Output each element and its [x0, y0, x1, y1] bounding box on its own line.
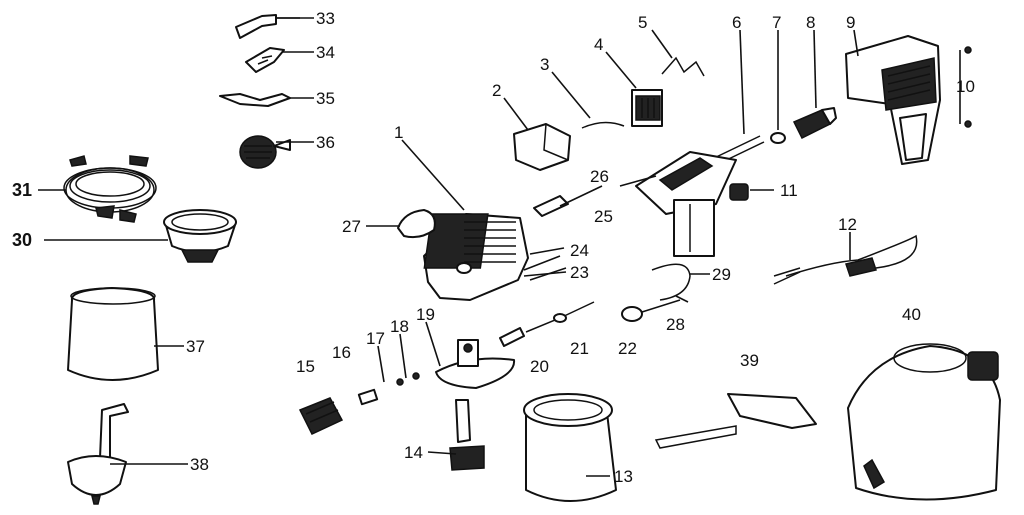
callout-4: 4 [594, 35, 603, 54]
part-5-drawing [661, 56, 705, 77]
part-30-drawing [163, 209, 237, 263]
part-29-drawing [651, 263, 691, 301]
callout-30: 30 [12, 230, 32, 250]
part-19-drawing [435, 339, 516, 389]
callout-24: 24 [570, 241, 589, 260]
part-20-21-drawing [499, 301, 595, 347]
part-11-drawing [729, 183, 749, 201]
callout-2: 2 [492, 81, 501, 100]
callout-37: 37 [186, 337, 205, 356]
part-23-24-drawing [523, 255, 567, 281]
callout-22: 22 [618, 339, 637, 358]
callout-21: 21 [570, 339, 589, 358]
callout-11: 11 [780, 181, 798, 200]
part-39-drawing [654, 393, 817, 449]
part-40-drawing [847, 343, 1001, 501]
callout-3: 3 [540, 55, 549, 74]
callout-19: 19 [416, 305, 435, 324]
callout-40: 40 [902, 305, 921, 324]
leader-lines [38, 17, 961, 477]
part-27-drawing [397, 209, 436, 239]
part-22-drawing [621, 299, 681, 322]
callout-10: 10 [956, 77, 975, 96]
part-8-drawing [792, 107, 837, 140]
part-34-drawing [245, 47, 285, 73]
part-16-18-drawing [357, 372, 420, 406]
callout-1: 1 [394, 123, 403, 142]
part-15-drawing [298, 397, 344, 435]
callout-38: 38 [190, 455, 209, 474]
part-1-drawing [423, 213, 529, 301]
part-13-drawing [523, 393, 617, 502]
callout-27: 27 [342, 217, 361, 236]
part-37-drawing [67, 287, 159, 381]
callout-39: 39 [740, 351, 759, 370]
callout-8: 8 [806, 13, 815, 32]
callout-35: 35 [316, 89, 335, 108]
part-35-drawing [219, 93, 291, 107]
part-7-drawing [770, 132, 786, 144]
part-9-drawing [845, 35, 941, 165]
callout-23: 23 [570, 263, 589, 282]
callout-6: 6 [732, 13, 741, 32]
callout-33: 33 [316, 9, 335, 28]
part-2-drawing [513, 123, 571, 171]
part-38-drawing [67, 403, 129, 505]
part-12-drawing [773, 234, 918, 285]
callout-14: 14 [404, 443, 423, 462]
callout-28: 28 [666, 315, 685, 334]
callout-17: 17 [366, 329, 385, 348]
callout-16: 16 [332, 343, 351, 362]
callout-20: 20 [530, 357, 549, 376]
callout-31: 31 [12, 180, 32, 200]
callout-34: 34 [316, 43, 335, 62]
part-10-drawing [964, 46, 972, 128]
callout-26: 26 [590, 167, 609, 186]
callout-29: 29 [712, 265, 731, 284]
callout-5: 5 [638, 13, 647, 32]
callout-12: 12 [838, 215, 857, 234]
callout-18: 18 [390, 317, 409, 336]
callout-7: 7 [772, 13, 781, 32]
callout-labels: 1 2 3 4 5 6 7 8 9 10 11 12 13 14 15 16 1… [12, 9, 975, 486]
part-36-drawing [239, 135, 291, 169]
callout-15: 15 [296, 357, 315, 376]
part-25-drawing [635, 151, 737, 257]
callout-25: 25 [594, 207, 613, 226]
part-14-drawing [449, 399, 485, 471]
callout-36: 36 [316, 133, 335, 152]
callout-9: 9 [846, 13, 855, 32]
part-31-drawing [63, 155, 157, 223]
part-3-drawing [581, 121, 625, 129]
part-4-drawing [631, 89, 663, 127]
callout-13: 13 [614, 467, 633, 486]
part-26-drawing [533, 195, 569, 217]
